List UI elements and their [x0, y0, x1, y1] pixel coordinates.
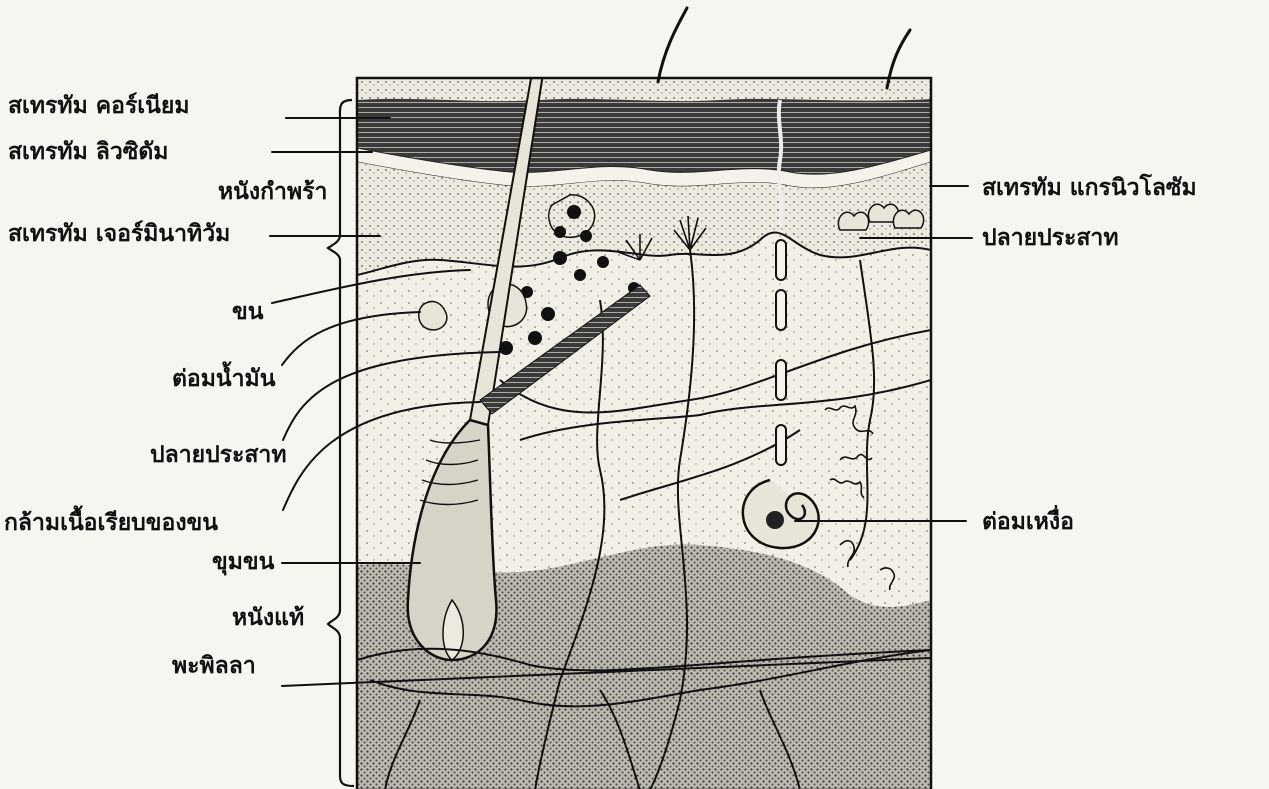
label-stratum-granulosum: สเทรทัม แกรนิวโลซัม	[982, 174, 1197, 202]
dermis-bracket	[328, 268, 354, 786]
label-stratum-germinativum: สเทรทัม เจอร์มินาทิวัม	[8, 220, 230, 248]
label-arrector-pili: กล้ามเนื้อเรียบของขน	[4, 509, 218, 537]
skin-block	[357, 45, 931, 789]
label-dermis: หนังแท้	[232, 604, 304, 632]
label-nerve-ending-right: ปลายประสาท	[982, 224, 1119, 252]
epidermis-bracket	[328, 100, 352, 268]
label-hair-follicle: ขุมขน	[212, 548, 274, 576]
label-nerve-ending-left: ปลายประสาท	[150, 441, 287, 469]
label-sweat-gland: ต่อมเหงื่อ	[982, 508, 1074, 536]
label-sebaceous-gland: ต่อมน้ำมัน	[172, 365, 275, 393]
label-papilla: พะพิลลา	[172, 652, 256, 680]
label-epidermis: หนังกำพร้า	[218, 178, 327, 206]
label-stratum-lucidum: สเทรทัม ลิวซิดัม	[8, 138, 168, 166]
label-stratum-corneum: สเทรทัม คอร์เนียม	[8, 92, 190, 120]
label-hair: ขน	[232, 298, 263, 326]
surface-hairs	[658, 8, 910, 88]
